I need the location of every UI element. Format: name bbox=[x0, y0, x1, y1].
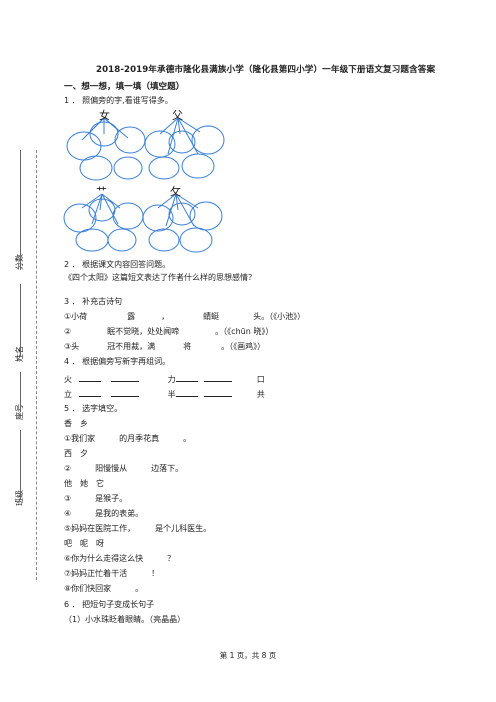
question-4: 4 ． 根据偏旁写新字再组词。 bbox=[64, 357, 171, 366]
radical-circles-diagram bbox=[63, 117, 225, 253]
page-title: 2018-2019年承德市隆化县满族小学（隆化县第四小学）一年级下册语文复习题含… bbox=[96, 65, 436, 75]
q5-item: ⑦妈妈正忙着干活 ！ bbox=[64, 569, 160, 578]
radical-1: 女 bbox=[99, 109, 110, 122]
question-1: 1 ． 照偏旁的字,看谁写得多。 bbox=[64, 96, 173, 105]
q5-item: 吧 呢 呀 bbox=[64, 539, 104, 548]
question-2-prompt: 《四个太阳》这篇短文表达了作者什么样的思想感情？ bbox=[64, 273, 256, 282]
q5-item: ③ 是猴子。 bbox=[64, 494, 128, 503]
answer-blank[interactable] bbox=[78, 388, 101, 397]
cluster-4 bbox=[142, 193, 223, 253]
question-5: 5 ． 选字填空。 bbox=[64, 404, 123, 413]
section-heading: 一、想一想，填一填（填空题） bbox=[64, 82, 185, 92]
question-3: 3 ． 补充古诗句 bbox=[64, 297, 123, 306]
q5-item: ② 阳慢慢从 边落下。 bbox=[64, 464, 184, 473]
answer-blank[interactable] bbox=[175, 388, 198, 397]
question-2: 2 ． 根据课文内容回答问题。 bbox=[64, 260, 171, 269]
answer-blank[interactable] bbox=[175, 373, 198, 382]
q5-item: ①我们家 的月季花真 。 bbox=[64, 434, 192, 443]
radical-2: 父 bbox=[172, 109, 183, 122]
cluster-3 bbox=[63, 193, 144, 252]
radical-row-1: 火 力 口 bbox=[64, 373, 265, 384]
class-line bbox=[20, 430, 21, 500]
q5-item: ④ 是我的表弟。 bbox=[64, 509, 144, 518]
radical-row-2: 立 半 共 bbox=[64, 388, 265, 399]
question-6-prompt: （1）小水珠眨着眼睛。（亮晶晶） bbox=[64, 615, 186, 624]
binding-line bbox=[36, 150, 37, 580]
cluster-1 bbox=[66, 117, 146, 181]
radical-3: 艹 bbox=[96, 185, 107, 198]
answer-blank[interactable] bbox=[204, 388, 233, 397]
question-6: 6 ． 把短句子变成长句子 bbox=[64, 600, 155, 609]
score-line bbox=[20, 150, 21, 270]
q5-item: ⑤妈妈在医院工作， 是个儿科医生。 bbox=[64, 524, 212, 533]
answer-blank[interactable] bbox=[111, 373, 140, 382]
poem-line-1: ①小荷露，蜻蜓头。（《小池》） bbox=[64, 312, 306, 321]
page-footer: 第 1 页，共 8 页 bbox=[219, 651, 277, 660]
q5-item: 西 夕 bbox=[64, 449, 88, 458]
name-line bbox=[20, 284, 21, 356]
poem-line-3: ③头冠不用裁，满将。（《画鸡》） bbox=[64, 342, 266, 351]
cluster-2 bbox=[144, 117, 225, 180]
q5-item: 他 她 它 bbox=[64, 479, 104, 488]
seat-line bbox=[20, 372, 21, 412]
answer-blank[interactable] bbox=[204, 373, 233, 382]
radical-4: 攵 bbox=[170, 185, 181, 198]
q5-item: 香 乡 bbox=[64, 419, 88, 428]
q5-item: ⑧你们快回家 。 bbox=[64, 584, 144, 593]
answer-blank[interactable] bbox=[111, 388, 140, 397]
answer-blank[interactable] bbox=[78, 373, 101, 382]
q5-item: ⑥你为什么走得这么快 ？ bbox=[64, 554, 176, 563]
